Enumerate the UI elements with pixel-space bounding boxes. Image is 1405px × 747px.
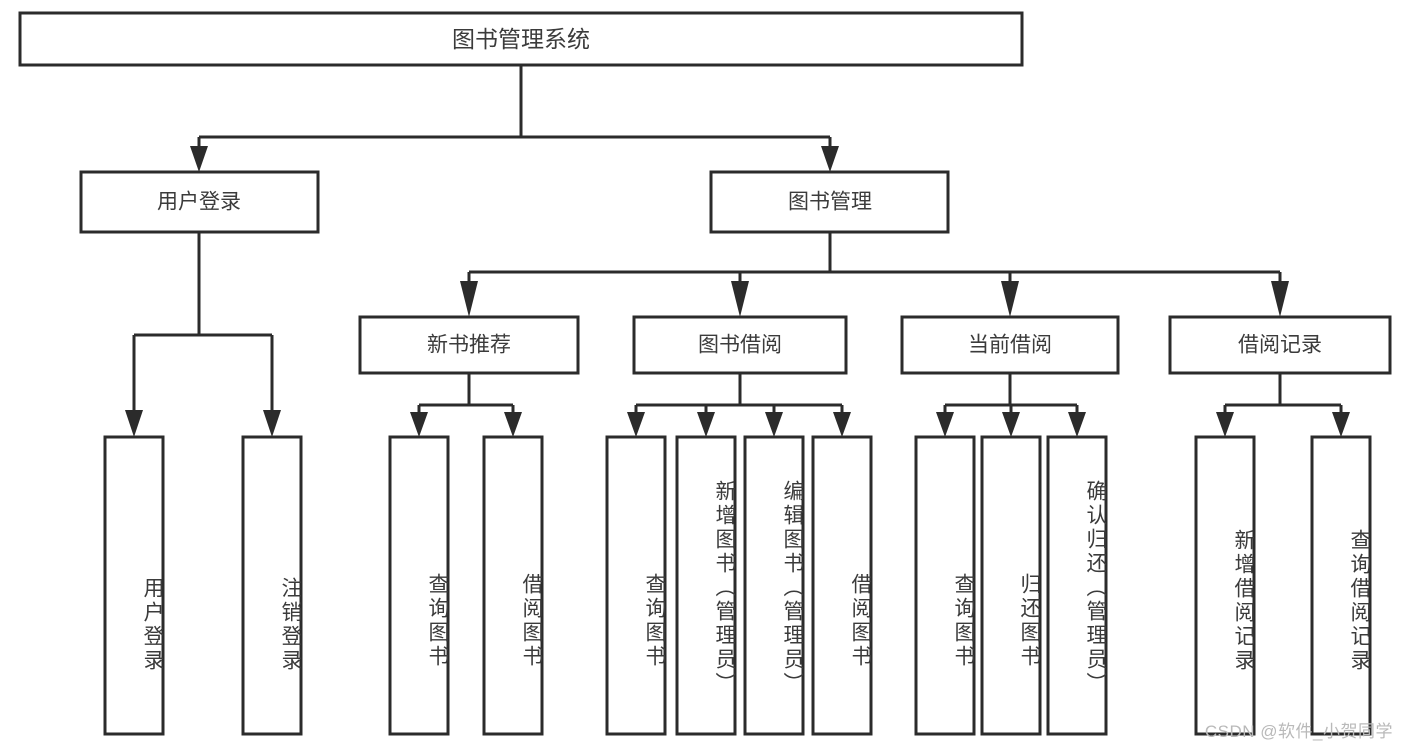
arrowhead-leaf-user-login — [125, 410, 143, 437]
node-book-mgmt-box[interactable] — [709, 170, 950, 234]
node-root-label: 图书管理系统 — [452, 26, 590, 52]
node-leaf-add-record-box[interactable] — [1194, 435, 1256, 736]
node-root[interactable]: 图书管理系统 — [18, 11, 1024, 67]
node-current-borrow-label: 当前借阅 — [968, 334, 1052, 357]
node-current-borrow[interactable]: 当前借阅 — [900, 315, 1120, 375]
node-borrow-record[interactable]: 借阅记录 — [1168, 315, 1392, 375]
node-leaf-add-book-box[interactable] — [675, 435, 737, 736]
node-leaf-confirm-return-box[interactable] — [1046, 435, 1108, 736]
node-user-login-box[interactable] — [79, 170, 320, 234]
arrowhead-leaf-query-book-c — [936, 412, 954, 437]
arrowhead-leaf-return-book — [1002, 412, 1020, 437]
node-current-borrow-box[interactable] — [900, 315, 1120, 375]
node-book-mgmt[interactable]: 图书管理 — [709, 170, 950, 234]
node-book-borrow[interactable]: 图书借阅 — [632, 315, 848, 375]
arrowhead-leaf-logout — [263, 410, 281, 437]
node-leaf-user-login-box[interactable] — [103, 435, 165, 736]
arrowhead-current-borrow — [1001, 281, 1019, 317]
arrowhead-book-borrow — [731, 281, 749, 317]
arrowhead-borrow-record — [1271, 281, 1289, 317]
arrowhead-new-book-rec — [460, 281, 478, 317]
node-leaf-query-book-c-box[interactable] — [914, 435, 976, 736]
node-new-book-rec[interactable]: 新书推荐 — [358, 315, 580, 375]
connectors-layer — [125, 65, 1350, 437]
node-leaf-logout-box[interactable] — [241, 435, 303, 736]
node-borrow-record-label: 借阅记录 — [1238, 334, 1322, 357]
arrowhead-leaf-add-record — [1216, 412, 1234, 437]
node-leaf-query-record-box[interactable] — [1310, 435, 1372, 736]
node-new-book-rec-box[interactable] — [358, 315, 580, 375]
arrowhead-leaf-borrow-book-b — [833, 412, 851, 437]
arrowhead-leaf-edit-book — [765, 412, 783, 437]
arrowhead-leaf-borrow-book-a — [504, 412, 522, 437]
csdn-watermark: CSDN @软件_小贺同学 — [1204, 722, 1393, 741]
node-borrow-record-box[interactable] — [1168, 315, 1392, 375]
arrowhead-user-login — [190, 146, 208, 172]
node-leaf-query-book-a-box[interactable] — [388, 435, 450, 736]
node-leaf-edit-book-box[interactable] — [743, 435, 805, 736]
node-book-borrow-label: 图书借阅 — [698, 334, 782, 357]
node-user-login-label: 用户登录 — [157, 191, 241, 214]
arrowhead-leaf-add-book — [697, 412, 715, 437]
node-leaf-return-book-box[interactable] — [980, 435, 1042, 736]
node-user-login[interactable]: 用户登录 — [79, 170, 320, 234]
nodes-layer: 图书管理系统 用户登录 图书管理 新书推荐 图书借阅 当前 — [18, 11, 1392, 736]
arrowhead-leaf-query-book-b — [627, 412, 645, 437]
node-book-mgmt-label: 图书管理 — [788, 191, 872, 214]
node-new-book-rec-label: 新书推荐 — [427, 334, 511, 357]
node-root-box[interactable] — [18, 11, 1024, 67]
node-leaf-query-book-b-box[interactable] — [605, 435, 667, 736]
arrowhead-book-mgmt — [821, 146, 839, 172]
node-leaf-borrow-book-a-box[interactable] — [482, 435, 544, 736]
arrowhead-leaf-query-book-a — [410, 412, 428, 437]
node-leaf-borrow-book-b-box[interactable] — [811, 435, 873, 736]
arrowhead-leaf-query-record — [1332, 412, 1350, 437]
arrowhead-leaf-confirm-return — [1068, 412, 1086, 437]
node-book-borrow-box[interactable] — [632, 315, 848, 375]
